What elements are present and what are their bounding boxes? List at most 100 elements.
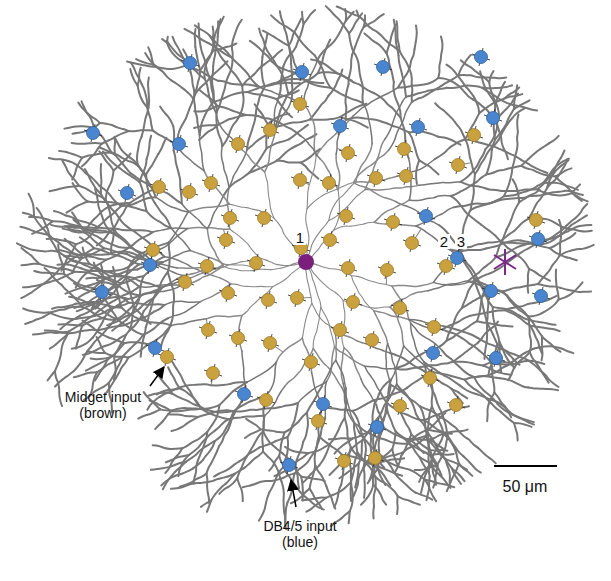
dendrite-branch — [59, 151, 82, 158]
dendrite-branch — [237, 456, 247, 478]
dendrite-branch — [447, 321, 477, 340]
dendrite-branch — [171, 228, 191, 251]
dendrite-branch — [195, 47, 200, 71]
dendrite-branch — [334, 484, 341, 507]
dendrite-branch — [130, 69, 137, 85]
dendrite-branch — [310, 96, 328, 120]
dendrite-branch — [107, 315, 129, 325]
dendrite-branch — [194, 125, 218, 128]
dendrite-branch — [429, 450, 437, 466]
dendrite-branch — [447, 65, 467, 87]
synapse-dot — [202, 174, 220, 192]
dendrite-branch — [200, 90, 218, 106]
dendrite-branch — [424, 362, 453, 367]
dendrite-branch — [289, 125, 308, 139]
dendrite-branch — [313, 348, 341, 387]
dendrite-branch — [493, 307, 526, 319]
dendrite-branch — [521, 361, 545, 364]
dendrite-branch — [489, 71, 493, 82]
dendrite-branch — [320, 159, 338, 190]
dendrite-branch — [453, 202, 494, 208]
dendrite-branch — [206, 446, 219, 473]
dendrite-branch — [247, 92, 276, 99]
callout-number: 1 — [294, 230, 306, 245]
dendrite-branch — [55, 371, 62, 406]
dendrite-branch — [450, 250, 473, 277]
dendrite-branch — [138, 409, 160, 418]
dendrite-branch — [66, 202, 87, 213]
dendrite-branch — [429, 440, 444, 449]
synapse-dot — [235, 385, 253, 403]
synapse-dot — [437, 257, 455, 275]
dendrite-branch — [345, 84, 348, 120]
dendrite-branch — [134, 307, 151, 324]
synapse-dot — [447, 396, 465, 414]
dendrite-branch — [505, 94, 522, 98]
dendrite-branch — [160, 107, 173, 127]
dendrite-branch — [180, 474, 207, 487]
synapse-dot — [339, 259, 357, 277]
synapse-dot — [176, 273, 194, 291]
synapse-dot — [291, 95, 309, 113]
dendrite-branch — [406, 88, 447, 97]
dendrite-branch — [515, 114, 518, 156]
callout-number: 3 — [455, 234, 467, 249]
dendrite-branch — [140, 182, 147, 211]
dendrite-branch — [306, 262, 343, 300]
dendrite-branch — [428, 281, 469, 291]
dendrite-branch — [155, 203, 171, 228]
dendrite-branch — [459, 385, 492, 400]
dendrite-branch — [483, 366, 511, 375]
synapse-dot — [465, 126, 483, 144]
dendrite-branch — [48, 371, 55, 380]
dendrite-branch — [370, 464, 390, 486]
dendrite-branch — [261, 57, 265, 87]
dendrite-branch — [148, 78, 149, 108]
dendrite-branch — [181, 384, 211, 387]
dendrite-branch — [559, 282, 583, 299]
dendrite-branch — [147, 397, 159, 410]
dendrite-branch — [529, 269, 550, 281]
dendrite-branch — [459, 55, 471, 75]
dendrite-branch — [416, 493, 433, 500]
dendrite-branch — [346, 117, 381, 121]
dendrite-branch — [409, 132, 419, 160]
dendrite-branch — [47, 239, 76, 245]
dendrite-branch — [517, 417, 534, 423]
dendrite-branch — [283, 453, 302, 476]
dendrite-branch — [86, 360, 107, 371]
dendrite-branch — [310, 117, 340, 120]
dendrite-branch — [528, 388, 558, 391]
dendrite-branch — [528, 269, 529, 293]
dendrite-branch — [79, 248, 94, 258]
dendrite-branch — [240, 86, 244, 115]
dendrite-branch — [372, 506, 375, 518]
dendrite-branch — [77, 165, 99, 185]
dendrite-branch — [211, 382, 247, 385]
synapse-dot — [367, 169, 385, 187]
dendrite-branch — [530, 352, 549, 383]
synapse-dot — [204, 364, 222, 382]
dendrite-branch — [100, 164, 103, 194]
dendrite-branch — [194, 106, 217, 112]
soma — [298, 254, 314, 270]
dendrite-branch — [74, 347, 91, 371]
dendrite-branch — [495, 82, 505, 104]
dendrite-branch — [158, 374, 172, 393]
dendrite-branch — [536, 191, 572, 196]
dendrite-branch — [78, 103, 100, 123]
dendrite-branch — [55, 332, 69, 371]
dendrite-branch — [365, 139, 385, 189]
dendrite-branch — [357, 11, 359, 17]
dendrite-branch — [213, 92, 247, 102]
dendrite-branch — [145, 53, 156, 67]
synapse-dot — [261, 334, 279, 352]
dendrite-branch — [223, 173, 249, 197]
dendrite-branch — [411, 434, 429, 449]
dendrite-branch — [419, 182, 461, 185]
dendrite-branch — [482, 85, 512, 88]
dendrite-branch — [322, 360, 336, 386]
dendrite-branch — [153, 445, 183, 449]
dendrite-branch — [567, 204, 588, 225]
dendrite-branch — [139, 276, 144, 299]
